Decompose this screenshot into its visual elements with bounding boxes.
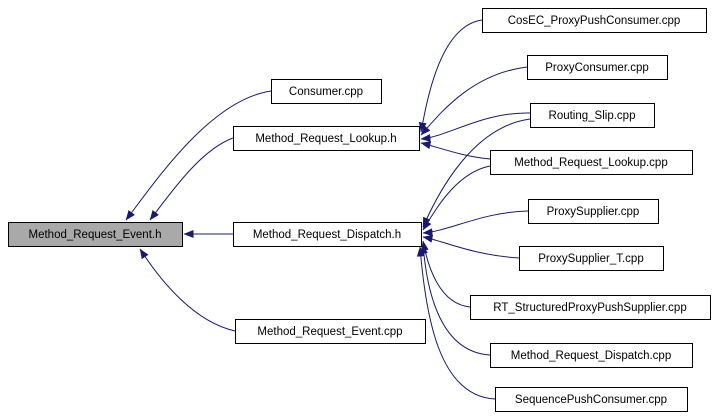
node-box[interactable] xyxy=(233,126,420,151)
edge-lookup_cpp-to-lookup_h xyxy=(420,141,491,160)
node-label-consumer_cpp: Consumer.cpp xyxy=(289,86,363,98)
edge-proxy_supplier_cpp-to-dispatch_h xyxy=(422,210,529,237)
edge-dispatch_cpp-to-dispatch_h xyxy=(419,243,491,356)
graph-node-consumer_cpp[interactable]: Consumer.cpp xyxy=(271,79,382,104)
edge-routing_slip_cpp-to-dispatch_h xyxy=(422,118,531,228)
graph-node-rt_structured_proxy_push_supplier_cpp[interactable]: RT_StructuredProxyPushSupplier.cpp xyxy=(470,295,711,320)
node-box[interactable] xyxy=(233,222,422,247)
node-label-dispatch_h: Method_Request_Dispatch.h xyxy=(253,229,401,241)
node-label-proxy_consumer_cpp: ProxyConsumer.cpp xyxy=(545,62,649,74)
edge-cosec_proxy_push_consumer_cpp-to-lookup_h xyxy=(418,19,483,133)
graph-node-proxy_consumer_cpp[interactable]: ProxyConsumer.cpp xyxy=(527,55,668,80)
node-box[interactable] xyxy=(235,319,426,344)
edge-lookup_h-to-event_h xyxy=(149,137,234,221)
graph-node-proxy_supplier_t_cpp[interactable]: ProxySupplier_T.cpp xyxy=(519,246,664,271)
graph-node-event_h[interactable]: Method_Request_Event.h xyxy=(8,222,183,247)
node-box-highlighted[interactable] xyxy=(8,222,183,247)
node-label-lookup_h: Method_Request_Lookup.h xyxy=(255,133,396,145)
node-box[interactable] xyxy=(490,150,693,175)
edge-routing_slip_cpp-to-lookup_h xyxy=(420,112,531,142)
graph-node-proxy_supplier_cpp[interactable]: ProxySupplier.cpp xyxy=(528,199,659,224)
node-box[interactable] xyxy=(530,103,655,128)
graph-node-dispatch_cpp[interactable]: Method_Request_Dispatch.cpp xyxy=(490,343,693,368)
graph-node-sequence_push_consumer_cpp[interactable]: SequencePushConsumer.cpp xyxy=(495,387,688,412)
edge-sequence_push_consumer_cpp-to-dispatch_h xyxy=(416,246,496,400)
node-label-rt_structured_proxy_push_supplier_cpp: RT_StructuredProxyPushSupplier.cpp xyxy=(493,302,686,314)
node-label-routing_slip_cpp: Routing_Slip.cpp xyxy=(549,110,636,122)
node-box[interactable] xyxy=(482,8,707,33)
node-label-lookup_cpp: Method_Request_Lookup.cpp xyxy=(514,157,667,169)
node-box[interactable] xyxy=(271,79,382,104)
edge-lookup_cpp-to-dispatch_h xyxy=(422,165,491,231)
edge-proxy_consumer_cpp-to-lookup_h xyxy=(420,66,528,136)
edge-rt_structured_proxy_push_supplier_cpp-to-dispatch_h xyxy=(420,240,471,308)
node-label-proxy_supplier_t_cpp: ProxySupplier_T.cpp xyxy=(538,253,643,265)
graph-node-lookup_cpp[interactable]: Method_Request_Lookup.cpp xyxy=(490,150,693,175)
edge-consumer_cpp-to-event_h xyxy=(125,90,272,221)
graph-node-lookup_h[interactable]: Method_Request_Lookup.h xyxy=(233,126,420,151)
node-box[interactable] xyxy=(527,55,668,80)
node-box[interactable] xyxy=(519,246,664,271)
node-label-event_cpp: Method_Request_Event.cpp xyxy=(257,326,402,338)
node-label-proxy_supplier_cpp: ProxySupplier.cpp xyxy=(547,206,640,218)
node-box[interactable] xyxy=(490,343,693,368)
node-box[interactable] xyxy=(528,199,659,224)
graph-node-event_cpp[interactable]: Method_Request_Event.cpp xyxy=(235,319,426,344)
edge-proxy_supplier_t_cpp-to-dispatch_h xyxy=(422,234,520,259)
edge-event_cpp-to-event_h xyxy=(139,248,236,332)
node-label-dispatch_cpp: Method_Request_Dispatch.cpp xyxy=(511,350,671,362)
node-label-sequence_push_consumer_cpp: SequencePushConsumer.cpp xyxy=(515,394,667,406)
node-box[interactable] xyxy=(495,387,688,412)
node-label-event_h: Method_Request_Event.h xyxy=(29,229,162,241)
node-box[interactable] xyxy=(470,295,711,320)
graph-node-routing_slip_cpp[interactable]: Routing_Slip.cpp xyxy=(530,103,655,128)
graph-node-dispatch_h[interactable]: Method_Request_Dispatch.h xyxy=(233,222,422,247)
graph-node-cosec_proxy_push_consumer_cpp[interactable]: CosEC_ProxyPushConsumer.cpp xyxy=(482,8,707,33)
node-label-cosec_proxy_push_consumer_cpp: CosEC_ProxyPushConsumer.cpp xyxy=(508,15,681,27)
